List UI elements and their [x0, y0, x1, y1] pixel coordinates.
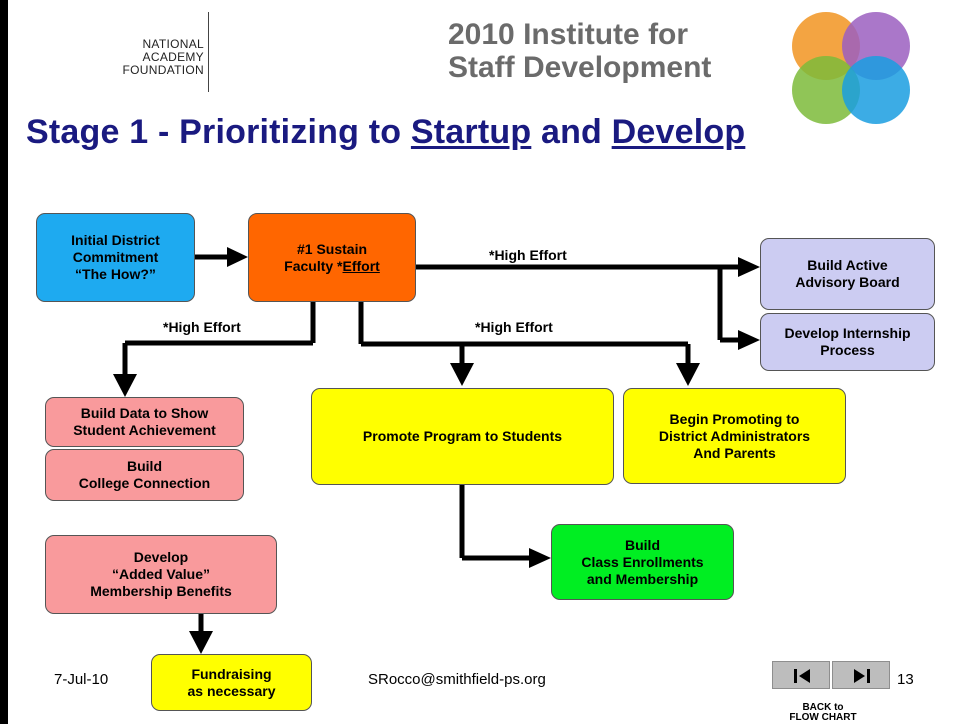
institute-line-2: Staff Development [448, 51, 712, 84]
page-title: Stage 1 - Prioritizing to Startup and De… [26, 113, 745, 152]
box-text: Class Enrollments [581, 553, 704, 570]
box-text: Faculty * [284, 257, 343, 274]
box-fundraising: Fundraising as necessary [151, 654, 312, 711]
box-text: Student Achievement [73, 422, 216, 438]
box-text: College Connection [78, 475, 211, 491]
box-text-effort: Effort [342, 257, 380, 274]
logo-divider [208, 12, 209, 92]
box-text: “Added Value” [111, 566, 211, 582]
box-text: Membership Benefits [90, 583, 232, 599]
next-slide-button[interactable] [832, 661, 890, 689]
back-to-flow-chart-link[interactable]: BACK to FLOW CHART [788, 703, 858, 723]
box-text: Begin Promoting to [669, 410, 800, 427]
previous-slide-button[interactable] [772, 661, 830, 689]
color-rings-logo [792, 12, 910, 124]
box-text: Commitment [72, 249, 159, 265]
skip-back-icon [794, 669, 810, 683]
box-build-advisory-board: Build Active Advisory Board [760, 238, 935, 310]
box-text-line-2: Faculty *Effort [284, 258, 380, 275]
edge-label-high-effort-middle: *High Effort [475, 319, 553, 335]
box-initial-district-commitment: Initial District Commitment “The How?” [36, 213, 195, 302]
box-text: Build [625, 536, 660, 553]
title-startup: Startup [410, 113, 532, 151]
title-prefix: Stage 1 - Prioritizing to [26, 113, 411, 151]
box-build-enrollments: Build Class Enrollments and Membership [551, 524, 734, 600]
box-build-data: Build Data to Show Student Achievement [45, 397, 244, 447]
header: NATIONAL ACADEMY FOUNDATION 2010 Institu… [8, 0, 954, 124]
box-text: Initial District [71, 232, 160, 248]
box-text: Fundraising [191, 665, 272, 682]
logo-line: NATIONAL [142, 37, 204, 51]
slide: NATIONAL ACADEMY FOUNDATION 2010 Institu… [8, 0, 954, 724]
logo-line: ACADEMY [142, 50, 204, 64]
back-label-line: BACK to [802, 702, 844, 713]
box-text: Advisory Board [795, 274, 900, 290]
box-text: Develop [133, 549, 189, 565]
box-text: Process [820, 342, 875, 358]
title-develop: Develop [611, 113, 746, 151]
title-middle: and [531, 113, 612, 151]
box-text: Build [127, 458, 162, 474]
footer-email: SRocco@smithfield-ps.org [368, 671, 546, 688]
box-text: and Membership [586, 570, 699, 587]
skip-forward-icon [854, 669, 870, 683]
edge-label-high-effort-top: *High Effort [489, 247, 567, 263]
footer-date: 7-Jul-10 [54, 671, 109, 688]
edge-label-high-effort-left: *High Effort [163, 319, 241, 335]
institute-title: 2010 Institute for Staff Development [448, 18, 711, 84]
box-added-value-benefits: Develop “Added Value” Membership Benefit… [45, 535, 277, 614]
box-sustain-faculty-effort: #1 Sustain Faculty *Effort [248, 213, 416, 302]
box-promote-administrators: Begin Promoting to District Administrato… [623, 388, 846, 484]
slide-navigation [772, 661, 892, 689]
box-text: Build Active [807, 257, 888, 273]
box-text: Build Data to Show [80, 405, 209, 421]
box-text: And Parents [693, 444, 776, 461]
box-text: Develop Internship [784, 325, 911, 341]
box-text: as necessary [187, 682, 276, 699]
institute-line-1: 2010 Institute for [448, 18, 689, 51]
box-text: Promote Program to Students [362, 428, 563, 444]
back-label-line: FLOW CHART [789, 712, 857, 723]
logo-line: FOUNDATION [122, 63, 204, 77]
box-promote-students: Promote Program to Students [311, 388, 614, 485]
naf-logo: NATIONAL ACADEMY FOUNDATION [104, 38, 204, 77]
slide-number: 13 [897, 671, 914, 688]
box-develop-internship: Develop Internship Process [760, 313, 935, 371]
box-build-college-connection: Build College Connection [45, 449, 244, 501]
box-text: District Administrators [658, 427, 811, 444]
box-text: #1 Sustain [296, 240, 368, 257]
box-text: “The How?” [75, 266, 156, 282]
